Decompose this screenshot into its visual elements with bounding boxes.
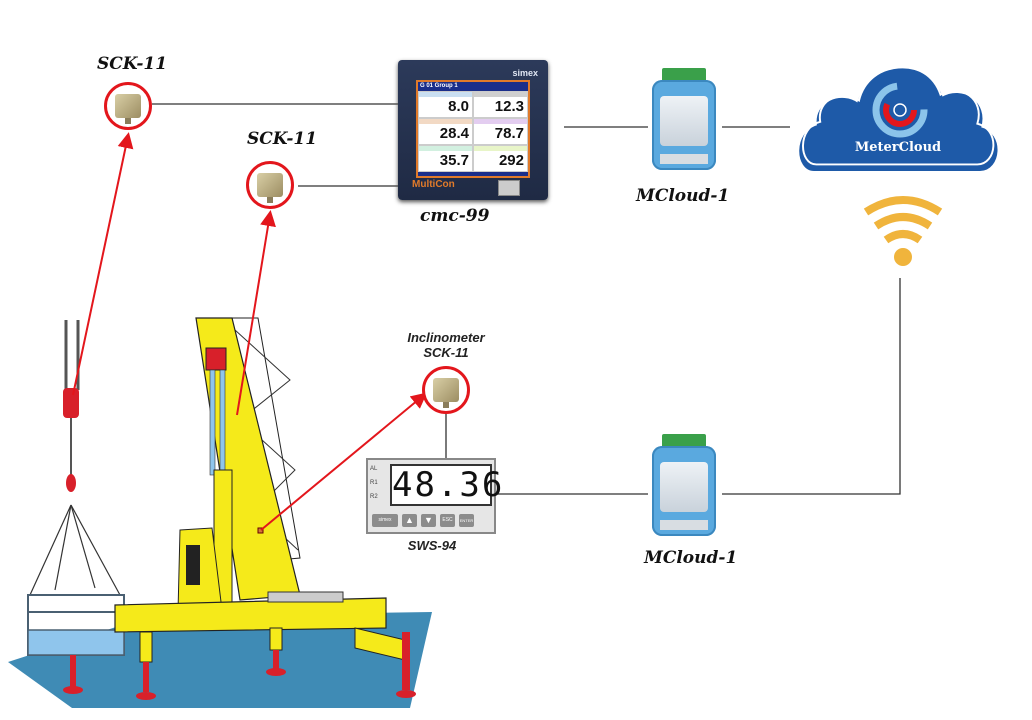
inclinometer-sensor[interactable] [422,366,470,414]
mcloud-top-device[interactable] [652,68,716,170]
inclinometer-label-line1: Inclinometer [407,330,485,345]
inclinometer-label: Inclinometer SCK-11 [396,330,496,360]
cmc-cell-bar [474,146,527,151]
cmc-product-name: MultiCon [412,179,455,190]
wire-mcloud-to-wifi [722,278,901,495]
cmc-reading-cell: 78.7 [473,118,528,145]
mcloud-bottom-label: MCloud-1 [644,548,738,568]
arrow-base-to-inclinometer [260,392,428,531]
sensor-box-icon [257,173,283,203]
arrow-hook-to-sensor-top [72,132,134,396]
metercloud[interactable]: MeterCloud [792,52,1004,174]
mcloud-bottom-device[interactable] [652,434,716,536]
down-key[interactable]: ▼ [421,514,436,527]
cloud-icon [799,66,998,171]
indicator-r1: R1 [370,480,378,486]
cmc-reading-value: 12.3 [494,98,524,115]
sensor-mid[interactable] [246,161,294,209]
brand-key: simex [372,514,398,527]
terminal-block-icon [662,434,706,446]
cmc-cell-bar [474,119,527,124]
wifi-icon [863,196,943,266]
esc-key[interactable]: ESC [440,514,455,527]
terminal-block-icon [662,68,706,80]
up-key[interactable]: ▲ [402,514,417,527]
cmc-reading-value: 35.7 [439,152,469,169]
cmc-reading-cell: 8.0 [418,91,473,118]
cmc-reading-value: 78.7 [494,125,524,142]
cmc-99-device[interactable]: simex G 01 Group 1 8.0 12.3 28.4 78.7 35.7 29… [398,60,548,200]
cmc-reading-value: 28.4 [439,125,469,142]
cmc-readings-grid: 8.0 12.3 28.4 78.7 35.7 292 [418,91,528,172]
mcloud-top-label: MCloud-1 [636,186,730,206]
cmc-cell-bar [474,92,527,97]
sensor-box-icon [433,378,459,408]
cmc-cell-bar [419,146,472,151]
cmc-reading-value: 8.0 [448,98,469,115]
sws-label: SWS-94 [407,538,457,553]
usb-port-icon [498,180,520,196]
enter-key[interactable]: ENTER [459,514,474,527]
cmc-reading-value: 292 [498,152,524,169]
sensor-mid-label: SCK-11 [247,129,318,149]
sws-94-display[interactable]: AL R1 R2 48.36 simex ▲ ▼ ESC ENTER [366,458,505,534]
sensor-top-label: SCK-11 [97,54,168,74]
cmc-screen-header: G 01 Group 1 [418,82,528,91]
cmc-brand: simex [512,68,538,78]
arrow-boom-to-sensor-mid [236,210,276,416]
cmc-reading-cell: 292 [473,145,528,172]
cmc-cell-bar [419,119,472,124]
cmc-reading-cell: 12.3 [473,91,528,118]
cloud-label: MeterCloud [854,140,942,155]
indicator-r2: R2 [370,494,378,500]
indicator-al: AL [370,466,378,472]
sensor-box-icon [115,94,141,124]
cmc-reading-cell: 28.4 [418,118,473,145]
sensor-top[interactable] [104,82,152,130]
sws-value: 48.36 [390,464,505,506]
cmc-screen: G 01 Group 1 8.0 12.3 28.4 78.7 35.7 292 [416,80,530,178]
cmc-label: cmc-99 [420,206,490,226]
crane-illustration [27,317,416,700]
inclinometer-label-line2: SCK-11 [423,345,469,360]
cmc-reading-cell: 35.7 [418,145,473,172]
cmc-cell-bar [419,92,472,97]
